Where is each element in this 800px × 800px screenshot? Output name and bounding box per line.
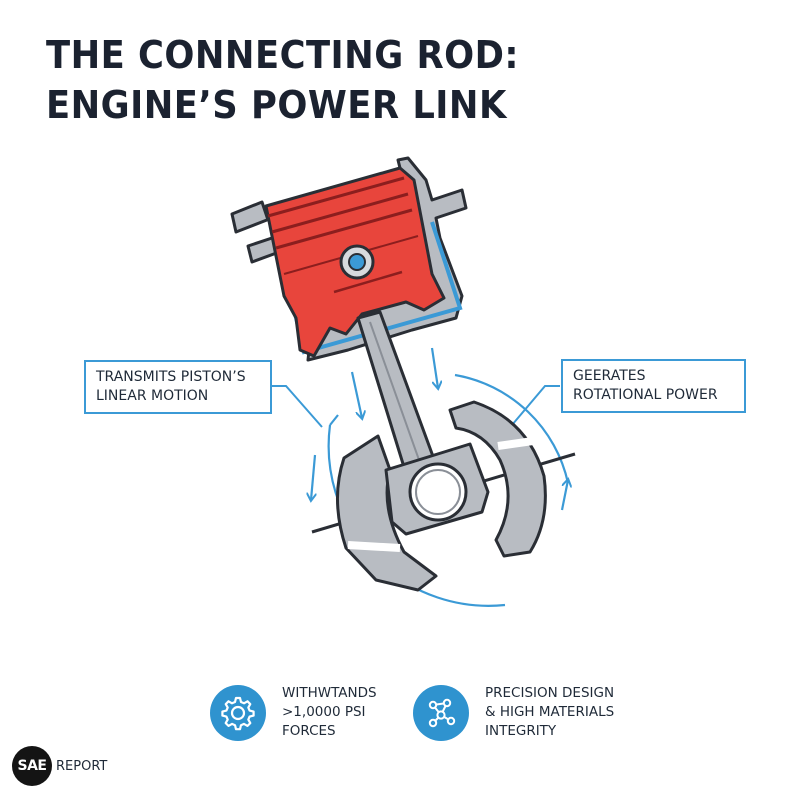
feature-2-line-3: INTEGRITY [485, 723, 557, 739]
feature-2-line-1: PRECISION DESIGN [485, 685, 615, 701]
feature-force-text: WITHWTANDS >1,0000 PSI FORCES [282, 684, 377, 741]
feature-precision-design: PRECISION DESIGN & HIGH MATERIALS INTEGR… [413, 684, 614, 741]
title-line-2: ENGINE’S POWER LINK [46, 83, 507, 127]
motion-arrow-left [350, 371, 362, 418]
piston [264, 166, 446, 358]
rotation-arrow-bottom-right [560, 480, 568, 511]
sae-logo: SAE [12, 746, 52, 786]
leader-line-right [511, 385, 560, 426]
brand-label: REPORT [56, 758, 108, 774]
counterweight-left [336, 434, 438, 592]
rotation-arc-right [454, 373, 570, 484]
callout-linear-motion: TRANSMITS PISTON’S LINEAR MOTION [84, 360, 272, 414]
callout-right-line-1: GEERATES [573, 368, 646, 384]
feature-2-line-2: & HIGH MATERIALS [485, 704, 615, 720]
callout-right-line-2: ROTATIONAL POWER [573, 387, 718, 403]
title-line-1: THE CONNECTING ROD: [46, 33, 520, 77]
callout-left-line-2: LINEAR MOTION [96, 388, 209, 404]
motion-arrow-right [430, 347, 438, 388]
rotation-arrow-left-top [329, 414, 339, 426]
brand-footer: SAE REPORT [12, 746, 107, 786]
rotation-arrow-left-lower [311, 454, 315, 500]
crank-journal [408, 462, 468, 522]
feature-1-line-1: WITHWTANDS [282, 685, 377, 701]
feature-precision-text: PRECISION DESIGN & HIGH MATERIALS INTEGR… [485, 684, 614, 741]
callout-left-line-1: TRANSMITS PISTON’S [96, 369, 246, 385]
feature-1-line-3: FORCES [282, 723, 336, 739]
gear-icon [210, 684, 266, 741]
feature-force-resistance: WITHWTANDS >1,0000 PSI FORCES [210, 684, 377, 741]
molecule-network-icon [413, 684, 469, 741]
feature-1-line-2: >1,0000 PSI [282, 704, 366, 720]
page-title: THE CONNECTING ROD: ENGINE’S POWER LINK [46, 30, 519, 130]
callout-rotational-power: GEERATES ROTATIONAL POWER [561, 359, 746, 413]
